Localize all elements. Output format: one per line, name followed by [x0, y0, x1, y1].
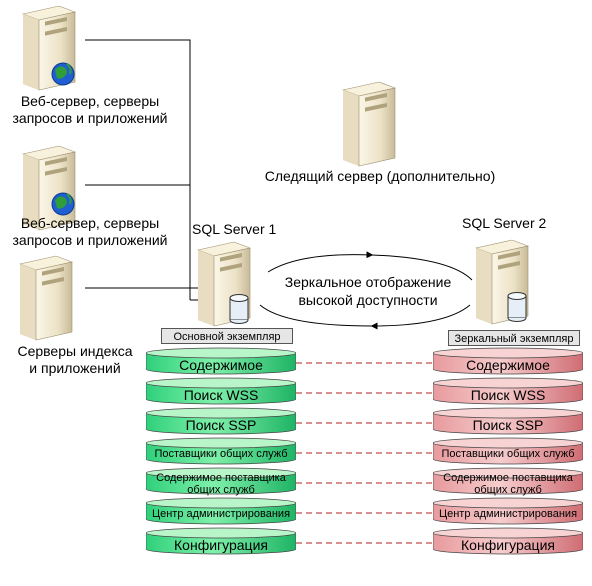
- principal-database-label-4-line-1: общих служб: [187, 484, 255, 496]
- mirror-database-label-0-line-0: Содержимое: [466, 356, 550, 373]
- mirror-database-label-5-line-0: Центр администрирования: [438, 508, 578, 521]
- principal-database-label-5: Центр администрирования: [146, 504, 296, 526]
- mirror-database-0: [433, 347, 583, 375]
- mirror-database-label-2: Поиск SSP: [433, 414, 583, 436]
- mirroring-label-line2: высокой доступности: [298, 292, 438, 308]
- mirror-database-label-3-line-0: Поставщики общих служб: [441, 448, 575, 461]
- mirror-cylinders: [433, 347, 583, 555]
- principal-database-label-0: Содержимое: [146, 354, 296, 376]
- mirror-database-label-3: Поставщики общих служб: [433, 444, 583, 466]
- principal-database-1: [146, 377, 296, 405]
- index-server-label: Серверы индекса и приложений: [0, 343, 150, 377]
- mirror-database-4: [433, 467, 583, 495]
- principal-cylinders: [146, 347, 296, 555]
- principal-database-label-2: Поиск SSP: [146, 414, 296, 436]
- sql-server-2-icon: [474, 239, 530, 325]
- mirroring-label-line1: Зеркальное отображение: [284, 274, 452, 290]
- principal-database-label-6: Конфигурация: [146, 534, 296, 556]
- sql-server-1-icon: [196, 241, 252, 327]
- mirror-database-2: [433, 407, 583, 435]
- mirror-database-label-6: Конфигурация: [433, 534, 583, 556]
- network-lines: [85, 39, 200, 301]
- principal-database-label-1: Поиск WSS: [146, 384, 296, 406]
- principal-database-2: [146, 407, 296, 435]
- principal-instance-label: Основной экземпляр: [161, 328, 293, 344]
- mirror-database-label-0: Содержимое: [433, 354, 583, 376]
- principal-database-label-1-line-0: Поиск WSS: [183, 386, 259, 403]
- principal-database-label-0-line-0: Содержимое: [179, 356, 263, 373]
- sql-server-2-label-text: SQL Server 2: [462, 215, 547, 231]
- mirroring-arrows: [259, 251, 473, 330]
- web-server-2-label: Веб-сервер, серверы запросов и приложени…: [0, 215, 180, 249]
- web-server-1-icon: [21, 5, 77, 91]
- mirror-database-3: [433, 437, 583, 465]
- sql-server-2-label: SQL Server 2: [462, 215, 582, 232]
- mirror-instance-label: Зеркальный экземпляр: [448, 330, 580, 346]
- diagram-canvas: [85, 39, 473, 544]
- principal-database-label-2-line-0: Поиск SSP: [185, 416, 257, 433]
- index-server-label-line1: Серверы индекса: [17, 343, 133, 359]
- mirror-database-6: [433, 527, 583, 555]
- web-server-1-label-line1: Веб-сервер, серверы: [20, 93, 160, 109]
- sql-server-1-label-text: SQL Server 1: [192, 221, 277, 237]
- mirroring-label: Зеркальное отображение высокой доступнос…: [268, 273, 468, 309]
- web-server-1-label: Веб-сервер, серверы запросов и приложени…: [0, 93, 180, 127]
- index-server-label-line2: и приложений: [29, 360, 121, 376]
- witness-server-icon: [341, 81, 397, 167]
- principal-database-5: [146, 497, 296, 525]
- index-server-icon: [18, 255, 74, 341]
- mirror-database-label-4-line-0: Содержимое поставщика: [443, 472, 573, 485]
- database-icon: [229, 294, 249, 324]
- principal-database-6: [146, 527, 296, 555]
- mirror-database-label-5: Центр администрирования: [433, 504, 583, 526]
- witness-server-label-text: Следящий сервер (дополнительно): [264, 168, 496, 184]
- sql-server-1-label: SQL Server 1: [192, 221, 312, 238]
- principal-database-3: [146, 437, 296, 465]
- mirror-database-5: [433, 497, 583, 525]
- web-server-2-label-line2: запросов и приложений: [12, 232, 168, 248]
- principal-database-0: [146, 347, 296, 375]
- principal-database-label-5-line-0: Центр администрирования: [151, 508, 291, 521]
- mirror-database-label-1-line-0: Поиск WSS: [470, 386, 546, 403]
- mirror-database-label-2-line-0: Поиск SSP: [472, 416, 544, 433]
- principal-database-label-4-line-0: Содержимое поставщика: [156, 472, 286, 485]
- replication-links: [296, 362, 433, 544]
- web-server-2-label-line1: Веб-сервер, серверы: [20, 215, 160, 231]
- principal-database-4: [146, 467, 296, 495]
- mirror-database-label-6-line-0: Конфигурация: [461, 536, 555, 553]
- database-icon: [507, 292, 527, 322]
- web-server-2-icon: [21, 145, 77, 231]
- mirror-database-label-4-line-1: общих служб: [474, 484, 542, 496]
- web-server-1-label-line2: запросов и приложений: [12, 110, 168, 126]
- principal-database-label-6-line-0: Конфигурация: [174, 536, 268, 553]
- mirror-database-label-1: Поиск WSS: [433, 384, 583, 406]
- principal-database-label-3-line-0: Поставщики общих служб: [154, 448, 288, 461]
- witness-server-label: Следящий сервер (дополнительно): [245, 168, 515, 185]
- principal-database-label-3: Поставщики общих служб: [146, 444, 296, 466]
- mirror-database-1: [433, 377, 583, 405]
